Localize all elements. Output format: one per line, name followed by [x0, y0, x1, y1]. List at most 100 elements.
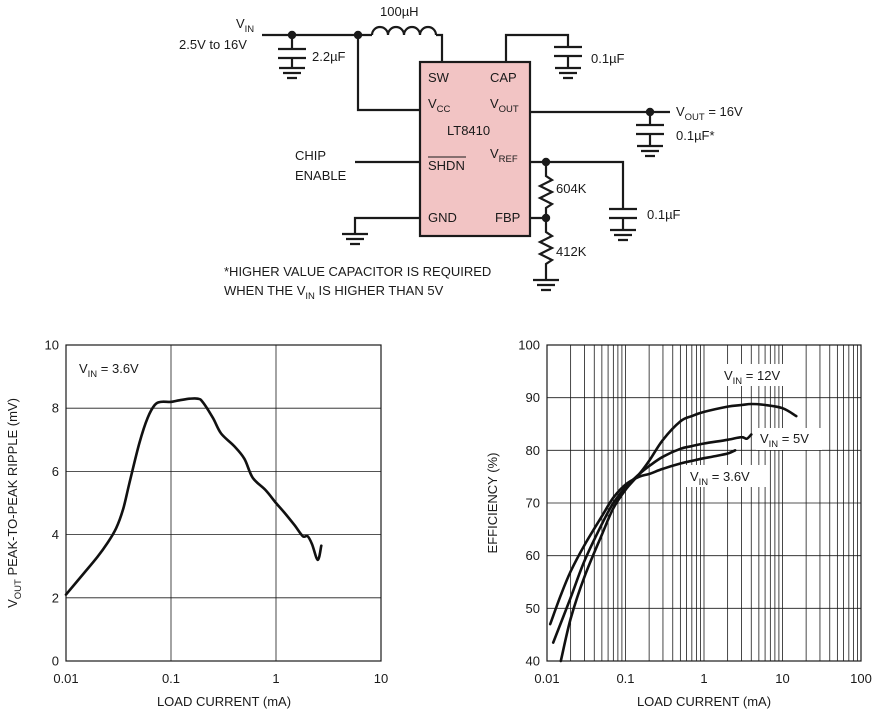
efficiency-data-point: [726, 439, 729, 441]
efficiency-data-point: [601, 533, 603, 536]
cref-ground-icon: [610, 218, 636, 242]
pin-cap: CAP: [490, 70, 517, 85]
cref-capacitor: [609, 207, 637, 220]
ripple-data-point: [211, 416, 214, 419]
pin-fbp: FBP: [495, 210, 520, 225]
cout-capacitor: [636, 123, 664, 136]
efficiency-data-point: [638, 473, 641, 475]
efficiency-data-point: [648, 465, 650, 467]
x-tick-label: 0.1: [162, 671, 180, 686]
y-tick-label: 6: [52, 464, 59, 479]
efficiency-data-point: [549, 623, 552, 625]
ripple-grid: [65, 344, 381, 662]
efficiency-data-point: [662, 467, 664, 470]
efficiency-data-point: [648, 460, 650, 462]
efficiency-data-point: [569, 618, 572, 620]
series-label-3v6: VIN = 3.6V: [690, 469, 750, 488]
ripple-data-point: [233, 445, 236, 447]
efficiency-data-point: [726, 452, 729, 455]
efficiency-plot-frame: [546, 344, 862, 662]
ccap-label: 0.1µF: [591, 51, 625, 66]
efficiency-data-point: [717, 454, 719, 457]
cout-label: 0.1µF*: [676, 128, 715, 143]
ripple-data-point: [153, 404, 156, 406]
ripple-data-point: [115, 527, 117, 530]
ccap-ground-icon: [555, 56, 581, 80]
x-tick-label: 0.1: [616, 671, 634, 686]
efficiency-data-point: [612, 507, 615, 510]
vin-label: VIN: [236, 16, 254, 35]
chip-enable-line1: CHIP: [295, 148, 326, 163]
sw-wire: [436, 33, 444, 62]
efficiency-data-point: [734, 449, 737, 452]
y-tick-label: 40: [526, 654, 540, 669]
pin-shdn: SHDN: [428, 158, 465, 173]
efficiency-grid: [546, 344, 861, 662]
ripple-data-point: [122, 508, 124, 511]
pin-vref: VREF: [490, 146, 518, 165]
ripple-data-point: [138, 442, 141, 444]
efficiency-x-axis-label: LOAD CURRENT (mA): [637, 694, 771, 709]
r-top-label: 604K: [556, 181, 587, 196]
ripple-x-axis-label: LOAD CURRENT (mA): [157, 694, 291, 709]
efficiency-data-point: [560, 594, 562, 596]
ic-name: LT8410: [447, 123, 490, 138]
efficiency-series-lines: [548, 402, 798, 663]
vref-wire: [530, 160, 625, 209]
ripple-data-point: [178, 399, 181, 402]
x-tick-label: 1: [272, 671, 279, 686]
chip-enable-line2: ENABLE: [295, 168, 347, 183]
ripple-data-point: [320, 544, 323, 547]
ripple-data-point: [251, 476, 254, 479]
efficiency-series-5v: [551, 433, 753, 644]
x-tick-label: 100: [850, 671, 872, 686]
y-tick-label: 60: [526, 548, 540, 563]
efficiency-data-point: [691, 415, 693, 417]
cout-ground-icon: [637, 134, 663, 158]
efficiency-data-point: [679, 447, 682, 450]
inductor-label: 100µH: [380, 4, 419, 19]
label-bg-5v: [756, 428, 822, 450]
ccap-capacitor: [554, 45, 582, 58]
inductor-symbol: [370, 25, 438, 36]
ripple-data-point: [197, 397, 199, 400]
ripple-data-point: [170, 401, 172, 403]
efficiency-data-point: [612, 496, 615, 499]
cap-wire: [504, 33, 570, 62]
ripple-series-points: [65, 397, 323, 596]
y-tick-label: 70: [526, 496, 540, 511]
schematic: VIN 2.5V to 16V 100µH 2.2µF SW CAP VCC V…: [179, 4, 743, 302]
ic-lt8410: [418, 60, 532, 238]
gnd-wire: [353, 216, 420, 234]
series-label-5v: VIN = 5V: [760, 431, 809, 450]
pin-sw: SW: [428, 70, 450, 85]
efficiency-series-12v: [559, 402, 798, 663]
efficiency-data-point: [560, 660, 562, 662]
label-bg-3v6: [686, 465, 766, 487]
series-label-12v: VIN = 12V: [724, 368, 780, 387]
efficiency-data-point: [691, 460, 693, 462]
ripple-annotation: VIN = 3.6V: [79, 361, 139, 380]
label-bg-12v: [719, 364, 791, 386]
y-tick-label: 90: [526, 390, 540, 405]
ripple-y-axis-label: VOUT PEAK-TO-PEAK RIPPLE (mV): [5, 398, 24, 608]
ripple-data-point: [83, 571, 86, 574]
efficiency-data-point: [662, 455, 664, 458]
pin-vout: VOUT: [490, 96, 519, 115]
efficiency-data-point: [795, 415, 798, 417]
note-line1: *HIGHER VALUE CAPACITOR IS REQUIRED: [224, 264, 491, 279]
efficiency-data-point: [612, 502, 615, 504]
ripple-data-point: [65, 593, 67, 596]
ripple-data-point: [311, 543, 313, 545]
efficiency-data-point: [740, 404, 743, 406]
ripple-data-point: [293, 524, 296, 526]
efficiency-data-point: [601, 523, 603, 525]
vcc-wire: [356, 35, 420, 112]
ripple-data-point: [243, 457, 246, 460]
efficiency-data-point: [569, 570, 572, 573]
ripple-data-point: [188, 397, 191, 400]
ripple-plot-frame: [65, 344, 382, 662]
